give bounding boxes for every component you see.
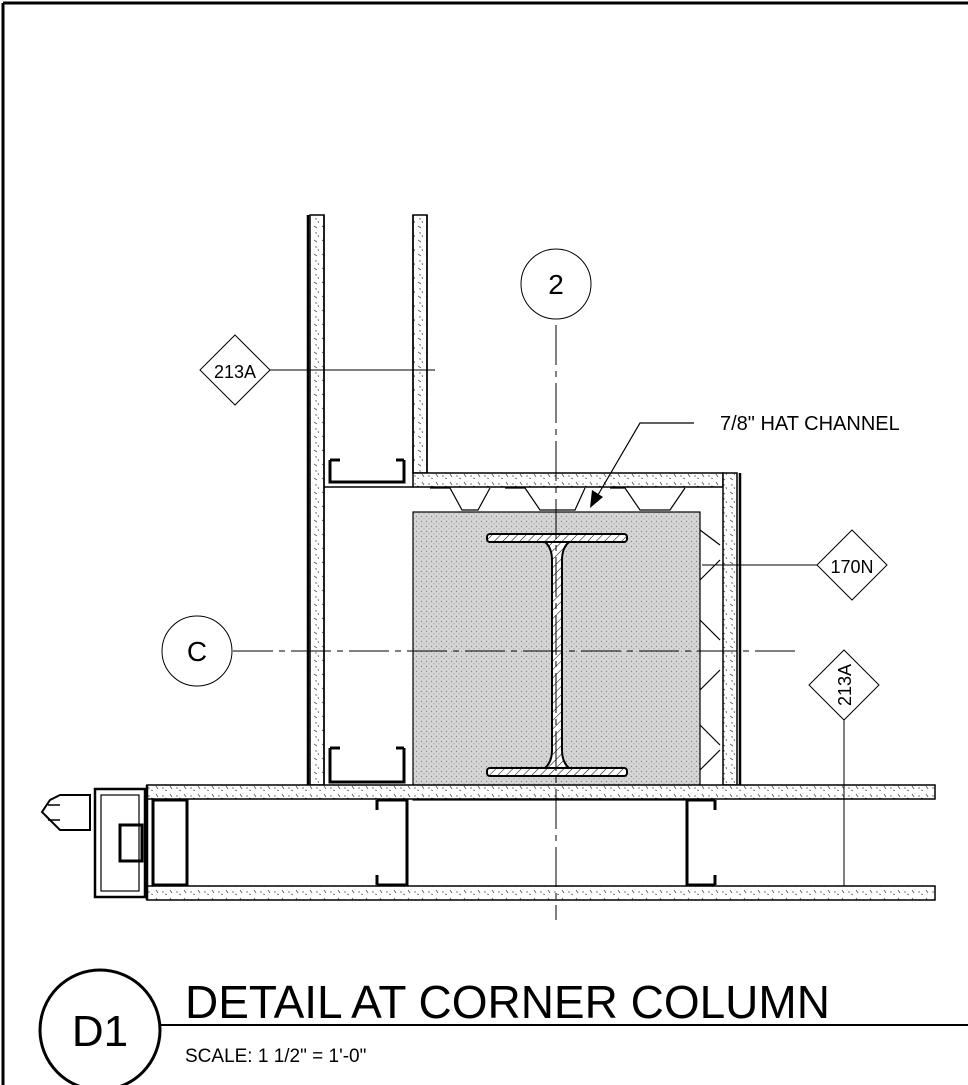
hat-channel-callout: 7/8" HAT CHANNEL	[590, 413, 900, 508]
stud-wall-upper-left	[306, 214, 428, 786]
grid-lines	[233, 325, 800, 920]
wall-tag-213a-left: 213A	[199, 334, 435, 406]
detail-title: DETAIL AT CORNER COLUMN	[185, 976, 830, 1028]
hat-channel-label: 7/8" HAT CHANNEL	[720, 413, 900, 435]
column-enclosure-right	[699, 472, 742, 786]
grid-bubble-c: C	[161, 615, 233, 687]
partition-tag-170n: 170N	[702, 529, 888, 601]
grid-bubble-2: 2	[520, 248, 592, 320]
stud-wall-lower	[145, 784, 936, 901]
tag-label: 213A	[214, 362, 256, 382]
window-frame	[40, 787, 147, 899]
tag-label: 213A	[835, 664, 855, 706]
detail-scale: SCALE: 1 1/2" = 1'-0"	[185, 1046, 366, 1067]
grid-label-2: 2	[548, 269, 564, 300]
grid-label-c: C	[187, 636, 207, 667]
tag-label: 170N	[830, 557, 873, 577]
detail-id: D1	[72, 1007, 128, 1056]
wall-tag-213a-right: 213A	[808, 649, 880, 886]
steel-column	[486, 533, 628, 777]
title-block: D1 DETAIL AT CORNER COLUMN SCALE: 1 1/2"…	[38, 968, 968, 1085]
column-enclosure-top	[324, 472, 724, 511]
